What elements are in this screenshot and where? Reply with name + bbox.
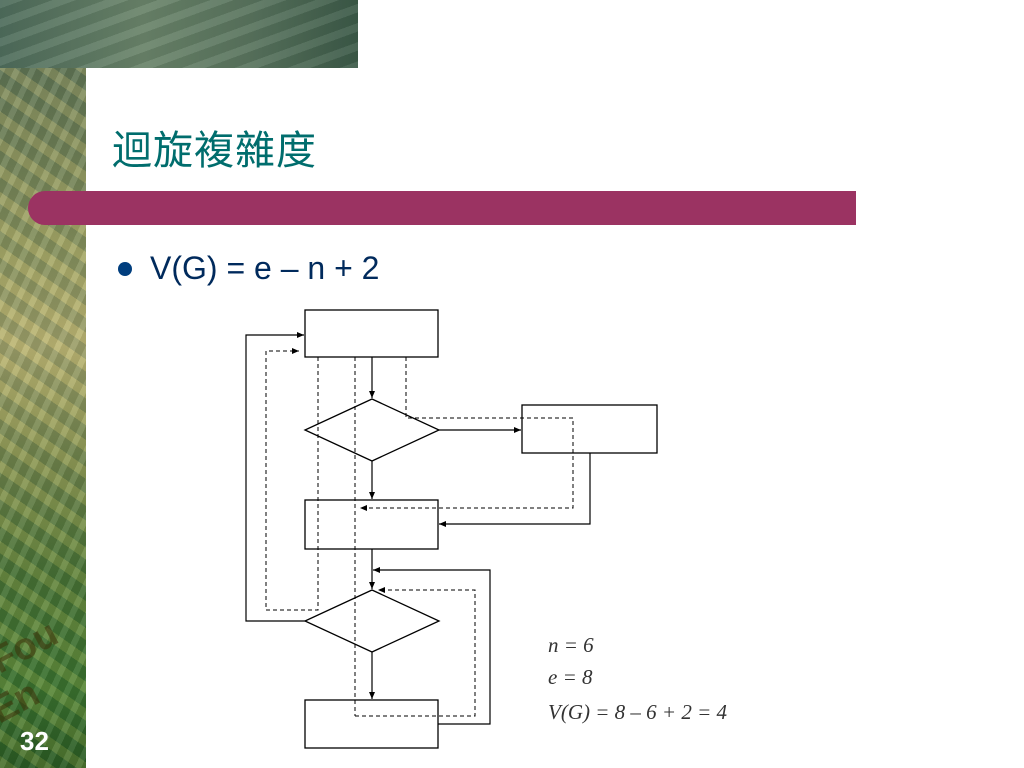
flow-nodes	[303, 309, 658, 749]
background-photo-left: Fou En	[0, 0, 86, 768]
page-number: 32	[20, 726, 49, 756]
edge-box4-decision2	[373, 567, 491, 725]
path-dashed-loop-outer	[265, 348, 319, 611]
flow-node-decision-1	[303, 398, 441, 462]
bullet-dot-icon	[118, 261, 132, 276]
title-accent-bar	[28, 191, 856, 225]
path-dashed-bottom-loop	[355, 587, 476, 717]
metric-v: V(G) = 8 – 6 + 2 = 4	[548, 700, 727, 724]
bullet-item: V(G) = e – n + 2	[118, 250, 379, 287]
slide-title: 迴旋複雜度	[112, 128, 317, 174]
path-dashed-right	[360, 357, 574, 511]
background-photo-top	[0, 0, 358, 68]
metric-n: n = 6	[548, 633, 594, 657]
flow-node-decision-2	[303, 589, 441, 653]
metric-e: e = 8	[548, 665, 593, 689]
flow-node-box-1	[304, 309, 439, 358]
flow-node-box-4	[304, 699, 439, 749]
flow-edges	[245, 332, 591, 725]
bullet-text: V(G) = e – n + 2	[150, 250, 380, 286]
edge-box2-box3	[439, 453, 591, 527]
flow-node-box-3	[304, 499, 439, 550]
edge-decision2-box1	[245, 332, 305, 622]
flow-node-box-2	[521, 404, 658, 454]
flow-paths-dashed	[265, 348, 574, 717]
